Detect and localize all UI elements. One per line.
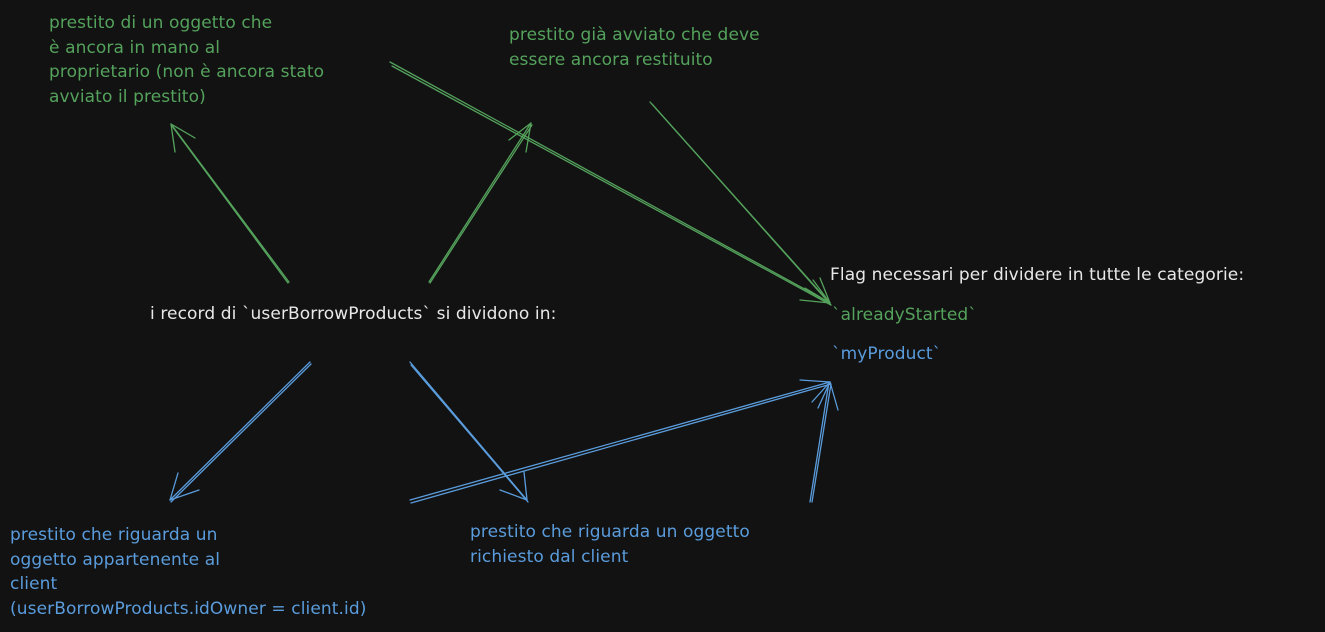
label-center-records: i record di `userBorrowProducts` si divi… (150, 304, 557, 324)
arrow-center-to-client-requested (409, 361, 529, 503)
label-client-owned: prestito che riguarda un oggetto apparte… (10, 525, 367, 619)
label-flag-my-product: `myProduct` (832, 344, 942, 364)
label-client-requested: prestito che riguarda un oggetto richies… (470, 522, 750, 567)
label-flags-title: Flag necessari per dividere in tutte le … (830, 265, 1245, 285)
arrow-client-owned-to-my-product (409, 379, 832, 504)
arrow-client-requested-to-my-product (809, 381, 839, 503)
label-flag-already-started: `alreadyStarted` (832, 305, 977, 325)
arrow-center-to-owned-not-started (170, 123, 290, 284)
label-owned-not-started: prestito di un oggetto che è ancora in m… (49, 13, 325, 107)
arrow-center-to-client-owned (169, 361, 312, 503)
arrow-center-to-started-to-return (428, 122, 533, 284)
label-started-to-return: prestito già avviato che deve essere anc… (509, 25, 760, 70)
arrow-started-to-return-to-already-started (649, 101, 832, 306)
arrow-owned-not-started-to-already-started (389, 61, 832, 306)
